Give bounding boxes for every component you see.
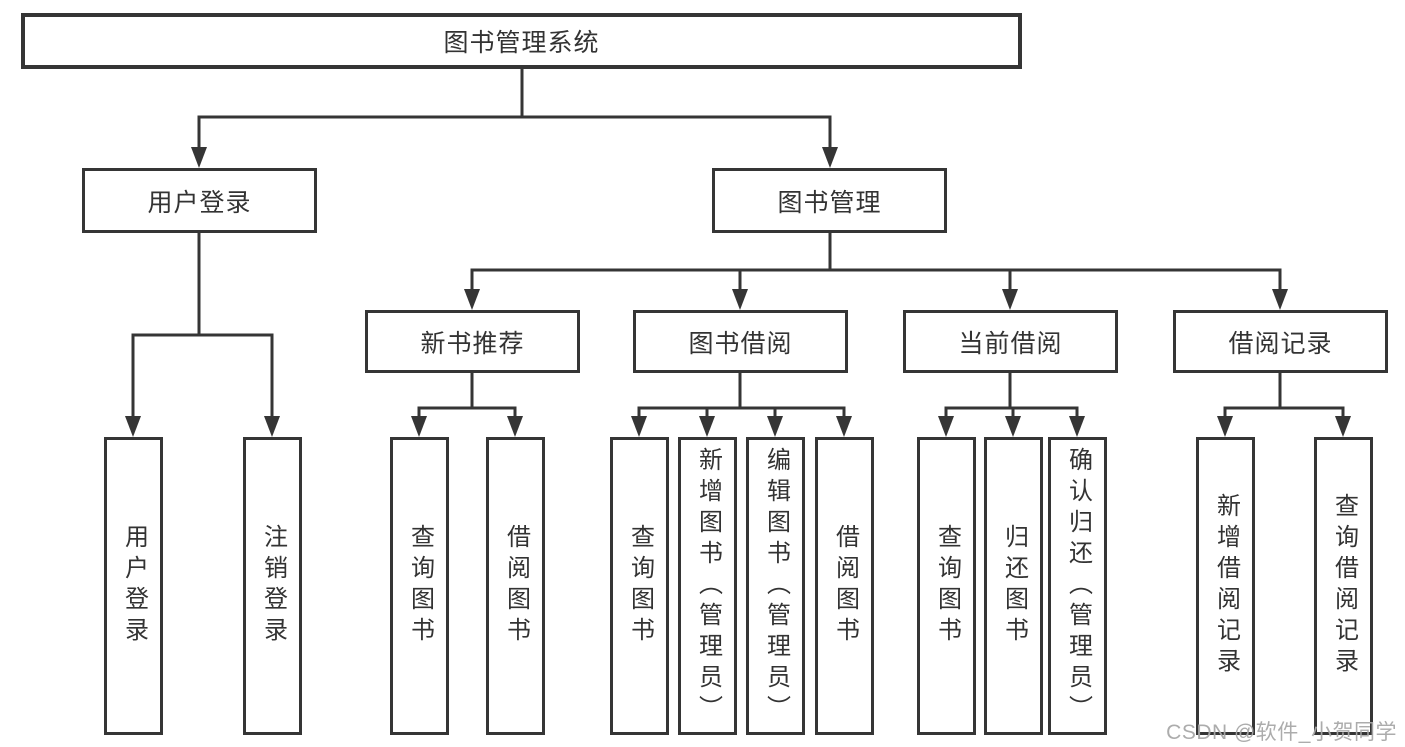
node-book-borrow: 图书借阅 <box>633 310 848 373</box>
node-user-login-module: 用户登录 <box>82 168 317 233</box>
leaf-bb-add-books-admin-label: 新增图书（管理员） <box>694 446 722 726</box>
node-book-borrow-label: 图书借阅 <box>688 329 793 358</box>
leaf-bb-query-books-label: 查询图书 <box>626 524 654 648</box>
leaf-cb-query-books-label: 查询图书 <box>933 524 961 648</box>
node-library-system-label: 图书管理系统 <box>443 29 600 57</box>
node-book-management-module-label: 图书管理 <box>777 188 882 217</box>
node-user-login-module-label: 用户登录 <box>147 188 252 217</box>
leaf-user-login-label: 用户登录 <box>120 524 148 648</box>
node-borrow-records-label: 借阅记录 <box>1228 329 1333 358</box>
leaf-nb-query-books-label: 查询图书 <box>406 524 434 648</box>
leaf-cb-confirm-return-admin: 确认归还（管理员） <box>1048 437 1107 735</box>
node-new-book-recommend: 新书推荐 <box>365 310 580 373</box>
node-book-management-module: 图书管理 <box>712 168 947 233</box>
leaf-bb-borrow-books-label: 借阅图书 <box>831 524 859 648</box>
leaf-bb-add-books-admin: 新增图书（管理员） <box>678 437 737 735</box>
node-borrow-records: 借阅记录 <box>1173 310 1388 373</box>
csdn-watermark: CSDN @软件_小贺同学 <box>1166 721 1397 744</box>
leaf-logout: 注销登录 <box>243 437 302 735</box>
leaf-nb-borrow-books: 借阅图书 <box>486 437 545 735</box>
node-current-borrow: 当前借阅 <box>903 310 1118 373</box>
leaf-br-add-record-label: 新增借阅记录 <box>1212 493 1240 679</box>
leaf-nb-borrow-books-label: 借阅图书 <box>502 524 530 648</box>
leaf-bb-edit-books-admin: 编辑图书（管理员） <box>746 437 805 735</box>
leaf-br-add-record: 新增借阅记录 <box>1196 437 1255 735</box>
leaf-bb-borrow-books: 借阅图书 <box>815 437 874 735</box>
leaf-br-query-record: 查询借阅记录 <box>1314 437 1373 735</box>
leaf-logout-label: 注销登录 <box>259 524 287 648</box>
leaf-cb-return-books-label: 归还图书 <box>1000 524 1028 648</box>
leaf-cb-return-books: 归还图书 <box>984 437 1043 735</box>
leaf-cb-query-books: 查询图书 <box>917 437 976 735</box>
leaf-nb-query-books: 查询图书 <box>390 437 449 735</box>
node-current-borrow-label: 当前借阅 <box>958 329 1063 358</box>
node-library-system: 图书管理系统 <box>21 13 1022 69</box>
leaf-user-login: 用户登录 <box>104 437 163 735</box>
leaf-bb-query-books: 查询图书 <box>610 437 669 735</box>
leaf-bb-edit-books-admin-label: 编辑图书（管理员） <box>762 446 790 726</box>
leaf-br-query-record-label: 查询借阅记录 <box>1330 493 1358 679</box>
leaf-cb-confirm-return-admin-label: 确认归还（管理员） <box>1064 446 1092 726</box>
node-new-book-recommend-label: 新书推荐 <box>420 329 525 358</box>
